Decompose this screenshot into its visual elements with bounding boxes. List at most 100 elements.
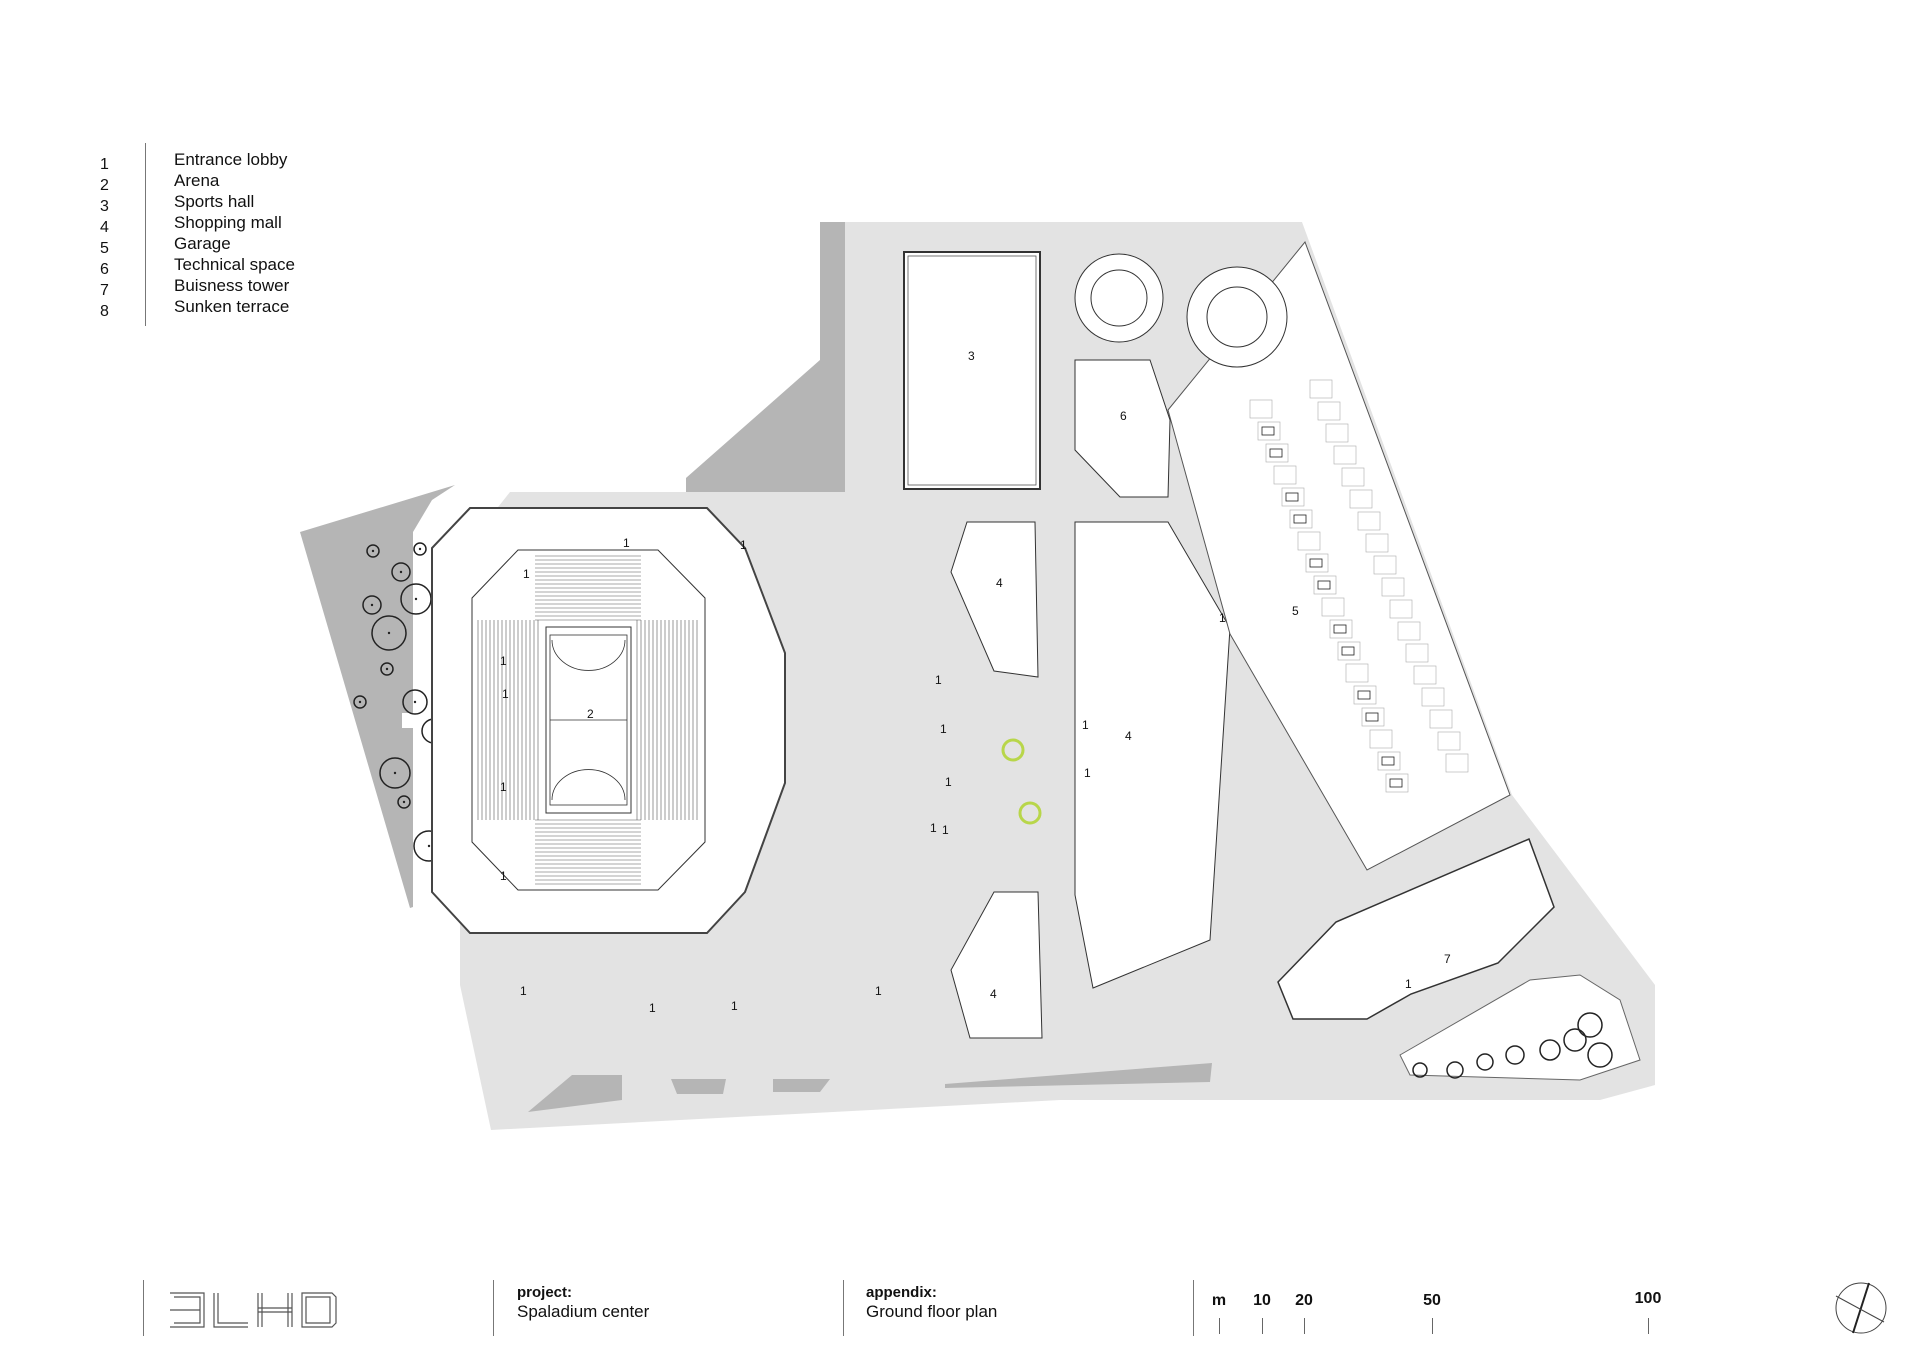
footer-divider: [843, 1280, 844, 1336]
label-mall: 4: [1125, 729, 1132, 743]
tree-icon: [1587, 1042, 1613, 1068]
plaza-planter: [1001, 738, 1025, 762]
scale-tick: [1219, 1318, 1220, 1334]
label-technical: 6: [1120, 409, 1127, 423]
scale-mark: 50: [1423, 1292, 1441, 1309]
tree-icon: [1577, 1012, 1603, 1038]
legend-label: Shopping mall: [174, 213, 282, 232]
legend-label: Arena: [174, 171, 220, 190]
garage: [1167, 241, 1511, 871]
legend-number: 7: [100, 282, 109, 299]
scale-mark: 20: [1295, 1292, 1313, 1309]
appendix-value: Ground floor plan: [866, 1302, 998, 1321]
mall-south: [950, 891, 1043, 1039]
legend-number: 2: [100, 177, 109, 194]
project-value: Spaladium center: [517, 1302, 650, 1321]
label-lobby: 1: [731, 999, 738, 1013]
tree-icon: [1505, 1045, 1525, 1065]
tree-icon: [380, 662, 394, 676]
label-lobby: 1: [935, 673, 942, 687]
legend-number: 5: [100, 240, 109, 257]
legend-number: 3: [100, 198, 109, 215]
scale-tick: [1304, 1318, 1305, 1334]
label-lobby: 1: [1219, 611, 1226, 625]
sports-hall: [903, 251, 1041, 490]
legend-divider: [145, 143, 146, 326]
planter: [945, 1063, 1212, 1088]
label-lobby: 1: [520, 984, 527, 998]
scale-tick: [1648, 1318, 1649, 1334]
label-lobby: 1: [1082, 718, 1089, 732]
label-lobby: 1: [500, 780, 507, 794]
tree-icon: [379, 757, 411, 789]
legend-label: Sports hall: [174, 192, 255, 211]
tree-icon: [1539, 1039, 1561, 1061]
planter: [528, 1075, 622, 1112]
park-area: [300, 485, 455, 908]
scale-mark: 10: [1253, 1292, 1271, 1309]
tree-icon: [1446, 1061, 1464, 1079]
label-lobby: 1: [930, 821, 937, 835]
scale-mark: 100: [1634, 1290, 1662, 1307]
tree-icon: [1563, 1028, 1587, 1052]
business-tower: [1277, 837, 1555, 1020]
scale-unit: m: [1211, 1292, 1227, 1309]
tree-icon: [353, 695, 367, 709]
tree-icon: [1412, 1062, 1428, 1078]
tree-icon: [397, 795, 411, 809]
label-garage: 5: [1292, 604, 1299, 618]
parking-spaces: [1249, 379, 1469, 793]
plaza-planter: [1018, 801, 1042, 825]
legend-number: 1: [100, 156, 109, 173]
label-lobby: 1: [523, 567, 530, 581]
legend-label: Buisness tower: [174, 276, 290, 295]
tree-icon: [362, 595, 382, 615]
terrace-trees: [1412, 1012, 1613, 1079]
north-arrow-icon: [1835, 1282, 1887, 1334]
label-lobby: 1: [942, 823, 949, 837]
label-lobby: 1: [1405, 977, 1412, 991]
label-lobby: 1: [649, 1001, 656, 1015]
sunken-terrace: [1399, 974, 1641, 1081]
footer-divider: [493, 1280, 494, 1336]
label-lobby: 1: [740, 538, 747, 552]
label-mall: 4: [990, 987, 997, 1001]
tree-icon: [391, 562, 411, 582]
planter: [773, 1079, 830, 1092]
label-mall: 4: [996, 576, 1003, 590]
legend-label: Entrance lobby: [174, 150, 288, 169]
label-lobby: 1: [940, 722, 947, 736]
planter: [671, 1079, 726, 1094]
label-tower: 7: [1444, 952, 1451, 966]
legend-label: Technical space: [174, 255, 295, 274]
tree-icon: [402, 689, 428, 715]
3lhd-logo: [170, 1292, 337, 1328]
label-lobby: 1: [500, 869, 507, 883]
project-label: project:: [517, 1284, 573, 1301]
legend-label: Garage: [174, 234, 231, 253]
tree-icon: [371, 615, 407, 651]
legend-number: 4: [100, 219, 109, 236]
tree-icon: [366, 544, 380, 558]
legend-number: 8: [100, 303, 109, 320]
tree-icon: [413, 542, 427, 556]
scale-tick: [1432, 1318, 1433, 1334]
footer-divider: [143, 1280, 144, 1336]
mall-north: [950, 521, 1039, 678]
label-arena: 2: [587, 707, 594, 721]
label-lobby: 1: [502, 687, 509, 701]
technical-space: [1074, 359, 1171, 498]
label-lobby: 1: [945, 775, 952, 789]
tree-icon: [1476, 1053, 1494, 1071]
scale-tick: [1262, 1318, 1263, 1334]
mall-main: [1074, 521, 1231, 989]
label-sports-hall: 3: [968, 349, 975, 363]
legend-number: 6: [100, 261, 109, 278]
legend-label: Sunken terrace: [174, 297, 290, 316]
label-lobby: 1: [1084, 766, 1091, 780]
label-lobby: 1: [623, 536, 630, 550]
footer-divider: [1193, 1280, 1194, 1336]
label-lobby: 1: [875, 984, 882, 998]
